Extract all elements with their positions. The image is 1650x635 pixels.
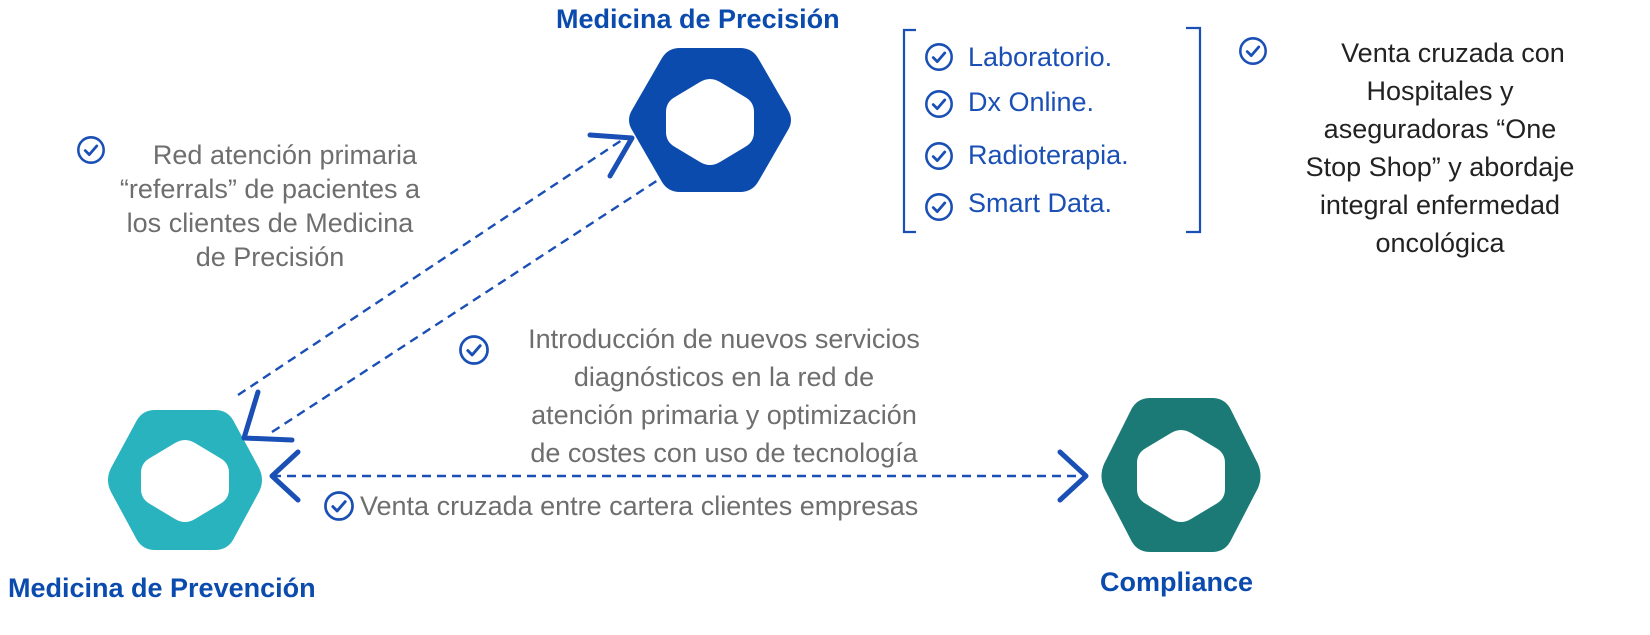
- arrowhead-right-icon: [1057, 449, 1089, 503]
- service-item-dx-online: Dx Online.: [968, 87, 1095, 117]
- return-dashed-line: [271, 178, 659, 434]
- check-smart-data-icon: [924, 192, 954, 222]
- check-dx-online-icon: [924, 89, 954, 119]
- cross-sell-hospitals-text: Venta cruzada con Hospitales y asegurado…: [1305, 38, 1575, 258]
- prevention-hexagon-icon: [108, 410, 262, 550]
- check-cross-sell-companies-icon: [323, 490, 355, 522]
- compliance-hexagon-icon: [1101, 398, 1261, 552]
- prevention-title: Medicina de Prevención: [8, 573, 316, 603]
- cross-sell-companies-text: Venta cruzada entre cartera clientes emp…: [360, 491, 919, 521]
- check-laboratorio-icon: [924, 42, 954, 72]
- new-services-text: Introducción de nuevos servicios diagnós…: [528, 324, 920, 468]
- precision-hexagon-icon: [629, 48, 791, 192]
- check-radioterapia-icon: [924, 141, 954, 171]
- left-bracket-icon: [902, 28, 916, 234]
- arrowhead-down-left-icon: [241, 389, 295, 443]
- compliance-title: Compliance: [1100, 567, 1254, 597]
- arrowhead-up-right-icon: [587, 132, 635, 179]
- referral-dashed-line: [237, 139, 623, 396]
- arrowhead-left-icon: [269, 449, 301, 503]
- service-item-smart-data: Smart Data.: [968, 188, 1113, 218]
- right-bracket-icon: [1186, 26, 1202, 234]
- service-item-laboratorio: Laboratorio.: [968, 42, 1113, 72]
- service-item-radioterapia: Radioterapia.: [968, 140, 1129, 170]
- precision-title: Medicina de Precisión: [556, 4, 840, 34]
- referrals-text: Red atención primaria “referrals” de pac…: [119, 140, 421, 272]
